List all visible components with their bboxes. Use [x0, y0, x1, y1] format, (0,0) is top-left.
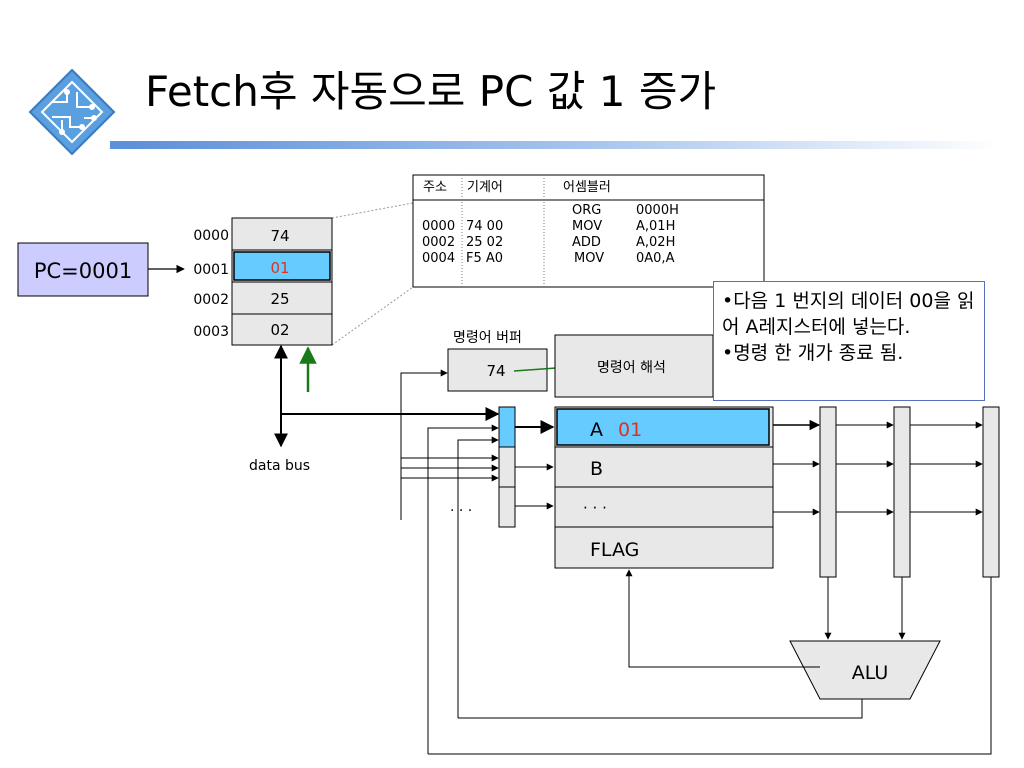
left-dots: · · · [450, 503, 472, 519]
data-bus-label: data bus [249, 458, 310, 474]
memory-value: 25 [270, 290, 289, 308]
explanation-note: •다음 1 번지의 데이터 00을 읽어 A레지스터에 넣는다. •명령 한 개… [713, 281, 985, 401]
table-row-arg: 0000H [636, 203, 679, 218]
table-row-addr: 0000 [422, 219, 456, 234]
register-a-highlight [556, 408, 770, 446]
title-underline [110, 141, 1000, 149]
register-file: A 01 B · · · FLAG [554, 406, 774, 569]
table-row-arg: 0A0,A [636, 251, 675, 266]
table-header-assembler: 어셈블러 [563, 180, 611, 195]
table-row-code: 74 00 [466, 219, 504, 234]
table-row-code: 25 02 [466, 235, 504, 250]
instruction-buffer-value: 74 [486, 362, 505, 380]
register-b-name: B [590, 458, 603, 480]
table-row-op: ORG [572, 203, 602, 218]
bus-column [893, 406, 911, 578]
instruction-buffer-label: 명령어 버퍼 [453, 330, 522, 346]
table-header-machine-code: 기계어 [467, 180, 503, 195]
table-row-arg: A,01H [636, 219, 676, 234]
mux-selected [498, 406, 516, 448]
table-row-op: MOV [572, 219, 603, 234]
note-line: •명령 한 개가 종료 됨. [722, 342, 904, 364]
memory-address: 0003 [193, 324, 229, 340]
alu [789, 640, 941, 700]
memory-value: 01 [270, 259, 289, 277]
memory-value: 74 [270, 227, 289, 245]
memory-address: 0001 [193, 262, 229, 278]
bus-column [982, 406, 1000, 578]
pc-register [17, 242, 149, 297]
pc-label: PC=0001 [34, 259, 132, 283]
instruction-decoder-label: 명령어 해석 [597, 360, 666, 376]
instruction-decoder [554, 334, 714, 398]
table-row-code: F5 A0 [466, 251, 504, 266]
table-header-address: 주소 [423, 180, 447, 195]
table-row-op: MOV [574, 251, 605, 266]
circuit-chip-logo-icon [28, 68, 116, 156]
table-row-arg: A,02H [636, 235, 676, 250]
table-row-addr: 0002 [422, 235, 456, 250]
register-a-name: A [590, 419, 603, 441]
table-row-addr: 0004 [422, 251, 456, 266]
alu-label: ALU [852, 662, 889, 684]
memory-address: 0000 [193, 228, 229, 244]
memory-value: 02 [270, 321, 289, 339]
bus-column [819, 406, 837, 578]
memory-address: 0002 [193, 292, 229, 308]
memory: 0000 0001 0002 0003 74 01 25 02 [193, 217, 333, 346]
flag-register: FLAG [590, 539, 639, 561]
note-line: •다음 1 번지의 데이터 00을 읽어 A레지스터에 넣는다. [722, 290, 975, 338]
memory-cell-highlight [233, 251, 331, 281]
register-a-value: 01 [618, 419, 642, 441]
slide-title: Fetch후 자동으로 PC 값 1 증가 [145, 67, 717, 116]
table-row-op: ADD [572, 235, 601, 250]
program-table [412, 174, 765, 288]
register-dots: · · · [583, 499, 607, 517]
